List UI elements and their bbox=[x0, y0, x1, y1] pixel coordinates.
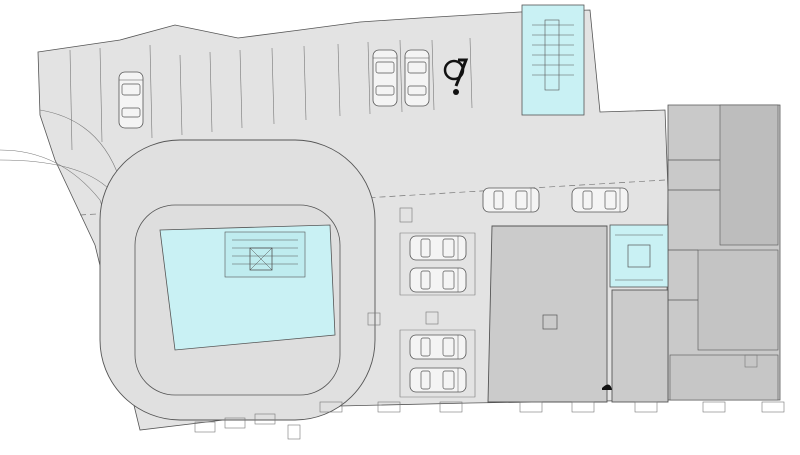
perimeter-details bbox=[194, 207, 785, 440]
parked-cars bbox=[118, 49, 628, 398]
core-right bbox=[609, 224, 669, 288]
wheelchair-icon bbox=[443, 58, 469, 95]
parking-bays-top bbox=[69, 37, 473, 151]
stair-icon bbox=[224, 231, 306, 278]
building-plates bbox=[487, 225, 669, 403]
lift-icon bbox=[249, 247, 273, 271]
core-top bbox=[521, 4, 585, 116]
ramp-building bbox=[99, 139, 376, 421]
